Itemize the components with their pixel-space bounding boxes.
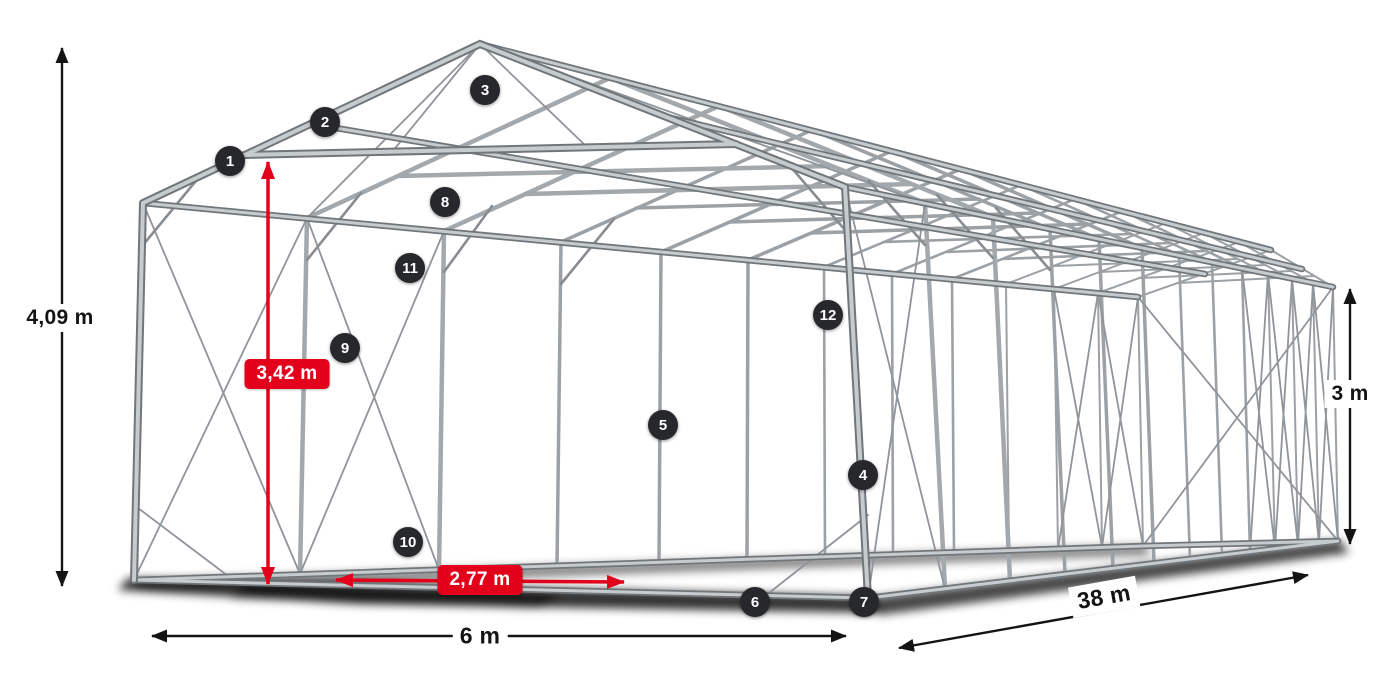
part-badge-10[interactable]: 10 xyxy=(393,527,423,557)
total-height-label: 4,09 m xyxy=(19,304,101,332)
longitudinal-beams xyxy=(130,40,1342,602)
part-badge-3[interactable]: 3 xyxy=(470,75,500,105)
knee-braces xyxy=(141,164,1052,286)
width-label: 6 m xyxy=(452,620,508,652)
front-gable-frame xyxy=(130,39,872,602)
part-badge-6[interactable]: 6 xyxy=(740,587,770,617)
inner-height-label: 3,42 m xyxy=(244,359,330,389)
inner-width-label: 2,77 m xyxy=(437,565,523,595)
side-height-label: 3 m xyxy=(1324,380,1376,408)
part-badge-2[interactable]: 2 xyxy=(310,107,340,137)
part-badge-1[interactable]: 1 xyxy=(215,146,245,176)
cross-bracing xyxy=(133,43,1339,601)
part-badge-4[interactable]: 4 xyxy=(848,460,878,490)
part-badge-12[interactable]: 12 xyxy=(813,300,843,330)
part-badge-9[interactable]: 9 xyxy=(330,333,360,363)
part-badge-8[interactable]: 8 xyxy=(430,187,460,217)
part-badge-5[interactable]: 5 xyxy=(648,410,678,440)
part-badge-11[interactable]: 11 xyxy=(395,253,425,283)
part-badge-7[interactable]: 7 xyxy=(849,587,879,617)
